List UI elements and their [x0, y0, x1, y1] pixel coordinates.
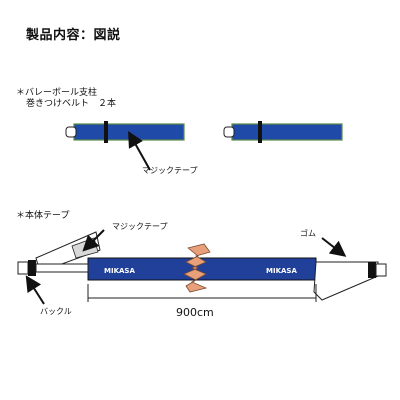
- pole-belt-2-ring: [223, 126, 235, 138]
- pole-belt-arrow: [128, 131, 151, 171]
- pole-belt-1-ring: [65, 126, 77, 138]
- buckle-label: バックル: [40, 307, 72, 316]
- main-tape-caption: ＊本体テープ: [16, 211, 70, 221]
- pole-belt-caption-line2: 巻きつけベルト ２本: [26, 99, 117, 109]
- right-buckle-outer: [375, 263, 387, 277]
- length-label: 900cm: [176, 306, 214, 319]
- right-buckle-body: [368, 262, 376, 278]
- pole-belt-1-strap: [73, 123, 185, 141]
- velcro-arrow: [82, 229, 105, 252]
- main-tape-velcro-label: マジックテープ: [112, 222, 168, 231]
- pole-belt-caption: ＊バレーボール支柱 巻きつけベルト ２本: [16, 88, 116, 110]
- pole-belt-1-clip: [104, 121, 108, 143]
- pole-belt-2-strap: [231, 123, 343, 141]
- logo-left: MIKASA: [104, 267, 135, 275]
- pole-belt-2: [223, 121, 343, 143]
- pole-belt-velcro-label: マジックテープ: [142, 166, 198, 175]
- main-tape: MIKASA MIKASA: [17, 231, 387, 301]
- buckle-arrow: [25, 275, 45, 305]
- center-strap: [183, 243, 211, 293]
- right-sleeve: [313, 261, 379, 301]
- logo-right: MIKASA: [266, 267, 297, 275]
- left-buckle-outer: [17, 261, 29, 275]
- left-buckle-body: [28, 260, 36, 276]
- rubber-label: ゴム: [300, 229, 316, 238]
- pole-belt-1: [65, 121, 185, 171]
- rubber-arrow: [321, 237, 347, 257]
- length-dimension: [87, 284, 317, 302]
- pole-belt-caption-line1: ＊バレーボール支柱: [16, 88, 98, 98]
- page-title: 製品内容：図説: [26, 28, 121, 43]
- left-strap-link: [35, 263, 89, 273]
- pole-belt-2-clip: [258, 121, 262, 143]
